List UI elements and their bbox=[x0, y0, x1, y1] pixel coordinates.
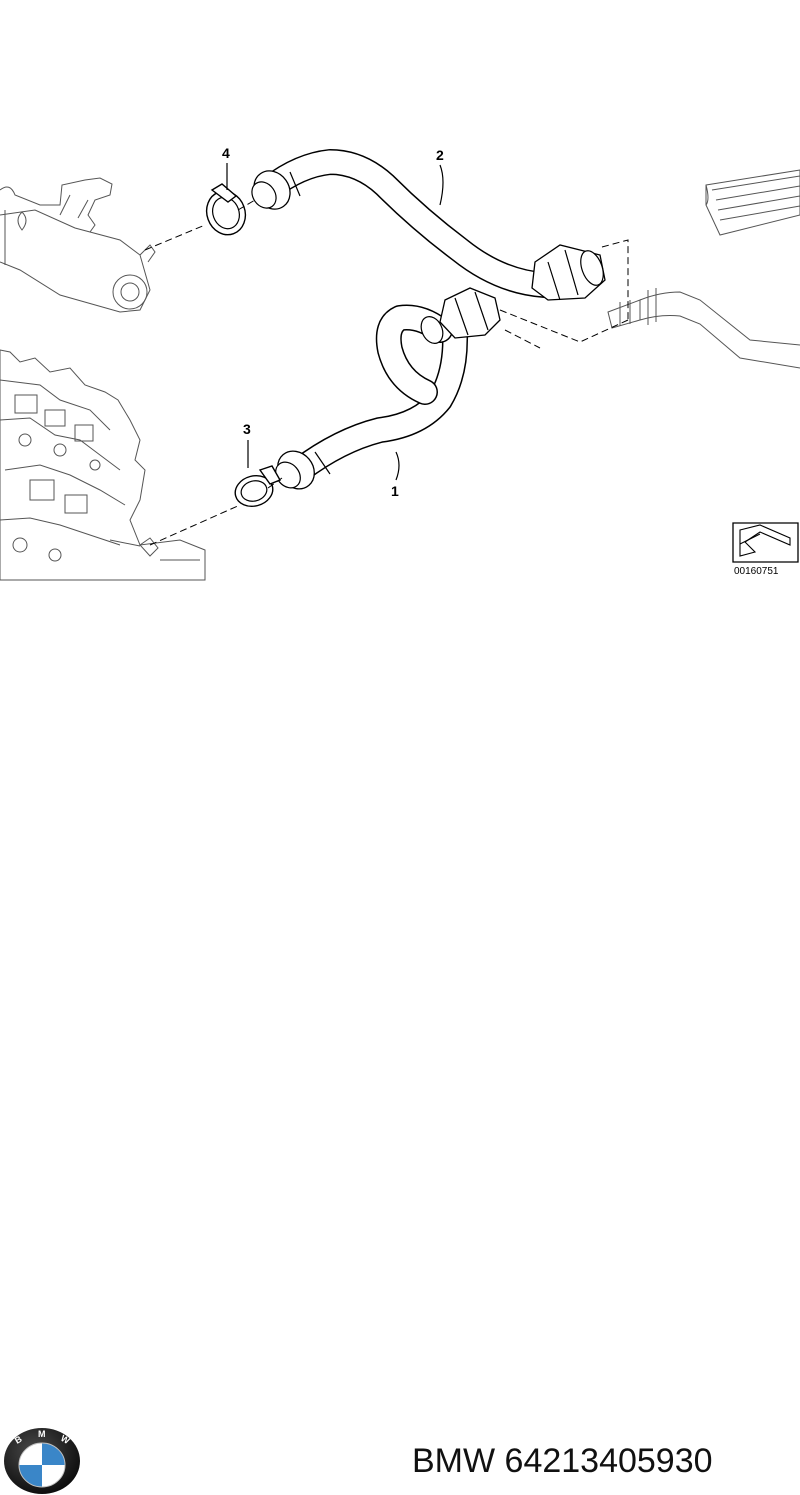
callout-4: 4 bbox=[222, 145, 230, 161]
callout-3: 3 bbox=[243, 421, 251, 437]
coolant-tank-illustration bbox=[0, 177, 156, 313]
hose-1 bbox=[275, 287, 501, 490]
part-label: BMW 64213405930 bbox=[412, 1442, 713, 1480]
footer: B M W BMW 64213405930 bbox=[0, 700, 800, 1494]
leader-lines bbox=[226, 163, 444, 481]
svg-text:M: M bbox=[38, 1429, 46, 1439]
view-direction-arrow-icon bbox=[732, 522, 799, 563]
heater-pipes bbox=[607, 288, 800, 369]
document-number: 00160751 bbox=[734, 566, 779, 577]
callout-2: 2 bbox=[436, 147, 444, 163]
hose-clamp-4 bbox=[205, 183, 247, 236]
hose-2 bbox=[251, 149, 606, 301]
bmw-roundel-logo: B M W bbox=[4, 1428, 80, 1494]
parts-diagram: 4 2 3 1 00160751 bbox=[0, 145, 800, 581]
assembly-lines bbox=[144, 199, 629, 546]
callout-1: 1 bbox=[391, 483, 399, 499]
hose-clamp-3 bbox=[234, 465, 282, 508]
engine-block-illustration bbox=[0, 349, 206, 581]
heater-core-illustration bbox=[705, 169, 800, 236]
